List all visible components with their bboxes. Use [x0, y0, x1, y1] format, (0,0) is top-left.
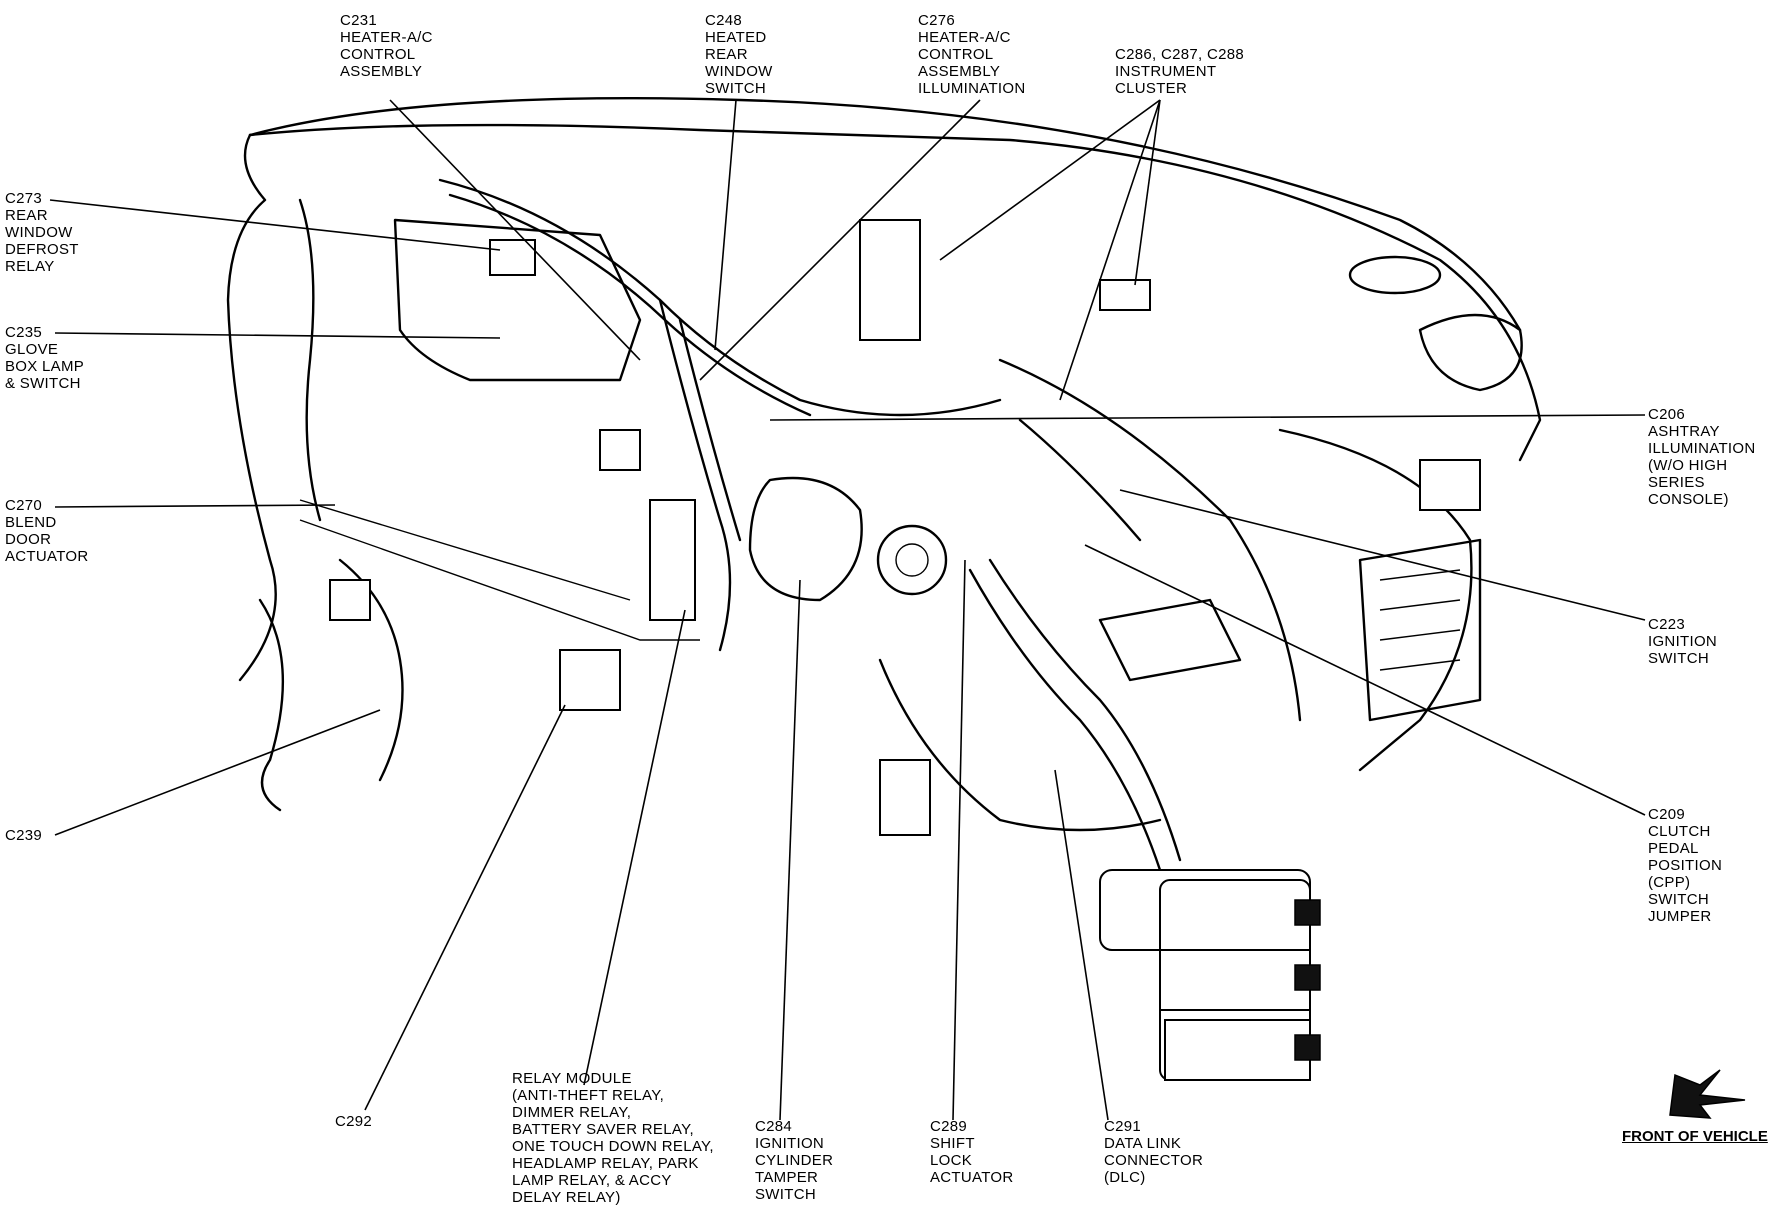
callout-c209: C209 CLUTCH PEDAL POSITION (CPP) SWITCH … [1648, 806, 1723, 925]
callout-c289: C289 SHIFT LOCK ACTUATOR [930, 1118, 1014, 1186]
callout-c235: C235 GLOVE BOX LAMP & SWITCH [5, 324, 85, 392]
callout-c276: C276 HEATER-A/C CONTROL ASSEMBLY ILLUMIN… [918, 12, 1026, 97]
front-of-vehicle-label: FRONT OF VEHICLE [1622, 1128, 1768, 1145]
callout-c286-c287-c288: C286, C287, C288 INSTRUMENT CLUSTER [1115, 46, 1245, 97]
front-of-vehicle-arrow-icon [1669, 1069, 1746, 1119]
instrument-panel-drawing [226, 96, 1542, 1081]
callout-c231: C231 HEATER-A/C CONTROL ASSEMBLY [340, 12, 433, 80]
callout-c291: C291 DATA LINK CONNECTOR (DLC) [1104, 1118, 1204, 1186]
callout-c239: C239 [5, 827, 43, 844]
callout-c206: C206 ASHTRAY ILLUMINATION (W/O HIGH SERI… [1648, 406, 1756, 508]
callout-c273: C273 REAR WINDOW DEFROST RELAY [5, 190, 79, 275]
callout-c248: C248 HEATED REAR WINDOW SWITCH [705, 12, 773, 97]
callout-relay-module: RELAY MODULE (ANTI-THEFT RELAY, DIMMER R… [512, 1070, 714, 1206]
callout-c223: C223 IGNITION SWITCH [1648, 616, 1718, 667]
callout-c270: C270 BLEND DOOR ACTUATOR [5, 497, 89, 565]
leader-lines [49, 99, 1646, 1121]
callout-c284: C284 IGNITION CYLINDER TAMPER SWITCH [755, 1118, 834, 1203]
callout-c292: C292 [335, 1113, 373, 1130]
